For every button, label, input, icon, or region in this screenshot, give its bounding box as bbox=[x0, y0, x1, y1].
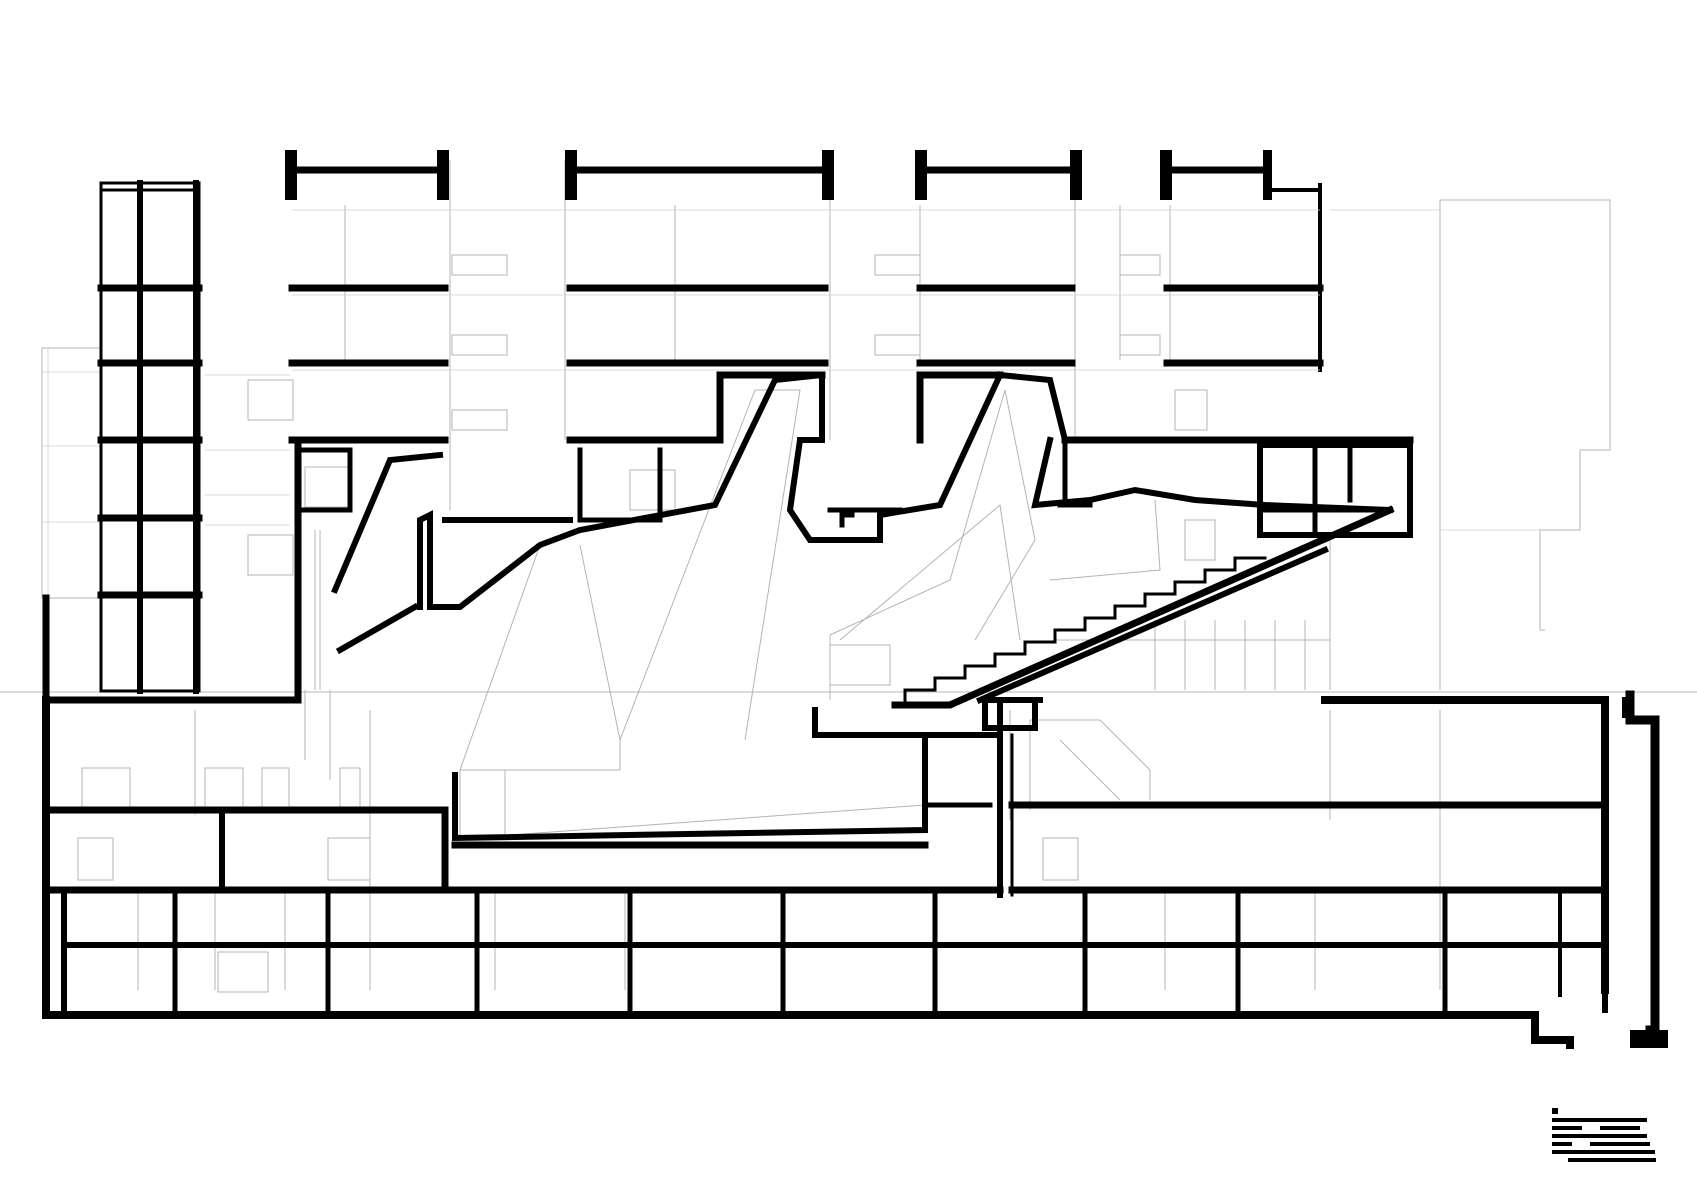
section-cut-lines bbox=[42, 150, 1668, 1049]
scale-bar bbox=[1552, 1108, 1656, 1162]
